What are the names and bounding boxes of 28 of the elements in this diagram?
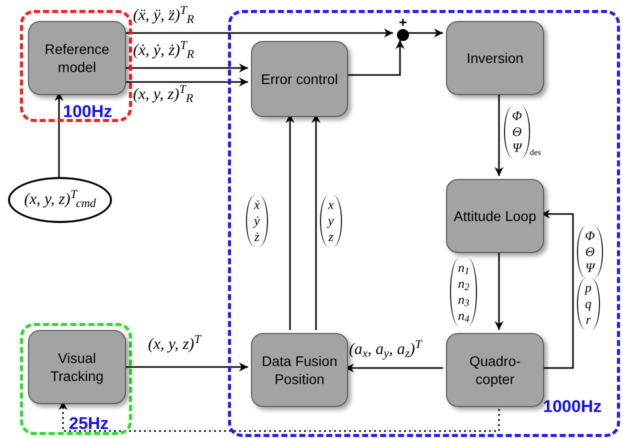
process-box: Error control [251,41,348,117]
process-box: Reference model [28,21,126,95]
arrow [407,28,443,38]
dashed-region [20,323,132,435]
dotted-arrow [58,401,500,432]
plus-sign: + [398,15,408,29]
edge-label: (x, y, z)$^{T}$ [148,336,201,354]
vector-label: x y z [320,195,342,247]
arrow [54,92,64,177]
vector-label: ẋ ẏ ż [246,195,268,247]
vector-label: Φ Θ Ψ p q r [577,226,603,330]
process-box: Data Fusion Position [251,333,348,407]
rate-label: 1000Hz [543,398,602,415]
rate-label: 25Hz [69,415,109,432]
process-box: Inversion [446,21,544,95]
arrow [494,92,504,176]
process-box: Visual Tracking [28,330,126,404]
arrow [494,250,504,330]
arrow [286,114,294,330]
arrow [312,114,320,330]
vector-label: n$_{1}$ n$_{2}$ n$_{3}$ n$_{4}$ [450,258,478,326]
dashed-region [20,10,132,122]
process-box: Attitude Loop [446,179,544,253]
process-box: Quadro- copter [446,333,544,407]
edge-label: (a$_{x}$, a$_{y}$, a$_{z}$)$^{T}$ [349,341,422,359]
rate-label: 100Hz [63,103,112,120]
vector-label: Φ Θ Ψ $_{des}$ [504,106,541,158]
dashed-region [228,10,620,437]
